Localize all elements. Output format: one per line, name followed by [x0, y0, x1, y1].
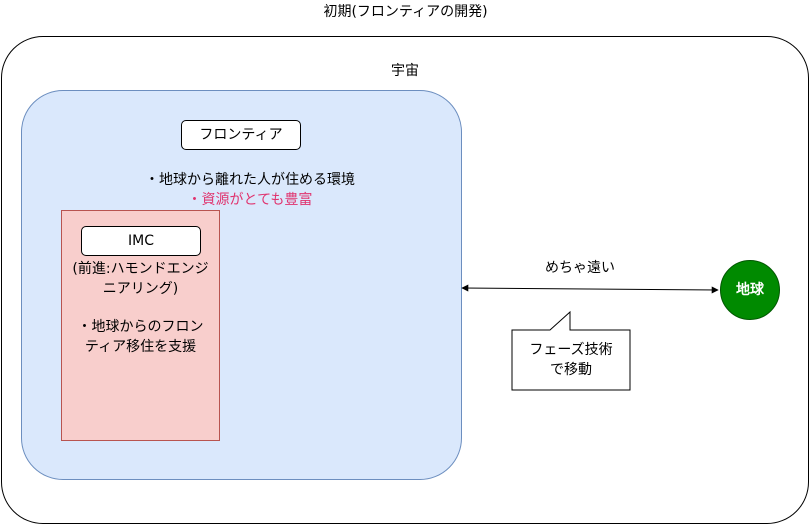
imc-predecessor-line: ニアリング) [102, 281, 179, 297]
imc-predecessor-line: (前進:ハモンドエンジ [72, 261, 209, 277]
frontier-description: ・地球から離れた人が住める環境 [145, 172, 355, 188]
imc-description: ・地球からのフロン ティア移住を支援 [61, 317, 220, 357]
frontier-label: フロンティア [181, 120, 301, 150]
earth-node: 地球 [720, 260, 780, 320]
distance-label: めちゃ遠い [545, 260, 615, 276]
frontier-resource-note: ・資源がとても豊富 [187, 192, 313, 208]
page-title: 初期(フロンティアの開発) [323, 4, 488, 20]
imc-description-line: ・地球からのフロン [77, 319, 204, 335]
callout-line: で移動 [550, 362, 592, 378]
imc-label: IMC [81, 226, 201, 256]
callout-line: フェーズ技術 [529, 342, 613, 358]
universe-label: 宇宙 [391, 63, 419, 79]
imc-predecessor: (前進:ハモンドエンジ ニアリング) [61, 259, 220, 299]
imc-description-line: ティア移住を支援 [84, 339, 197, 355]
distance-arrow [461, 284, 719, 294]
callout-text: フェーズ技術 で移動 [512, 340, 630, 380]
callout-bubble [511, 310, 631, 391]
